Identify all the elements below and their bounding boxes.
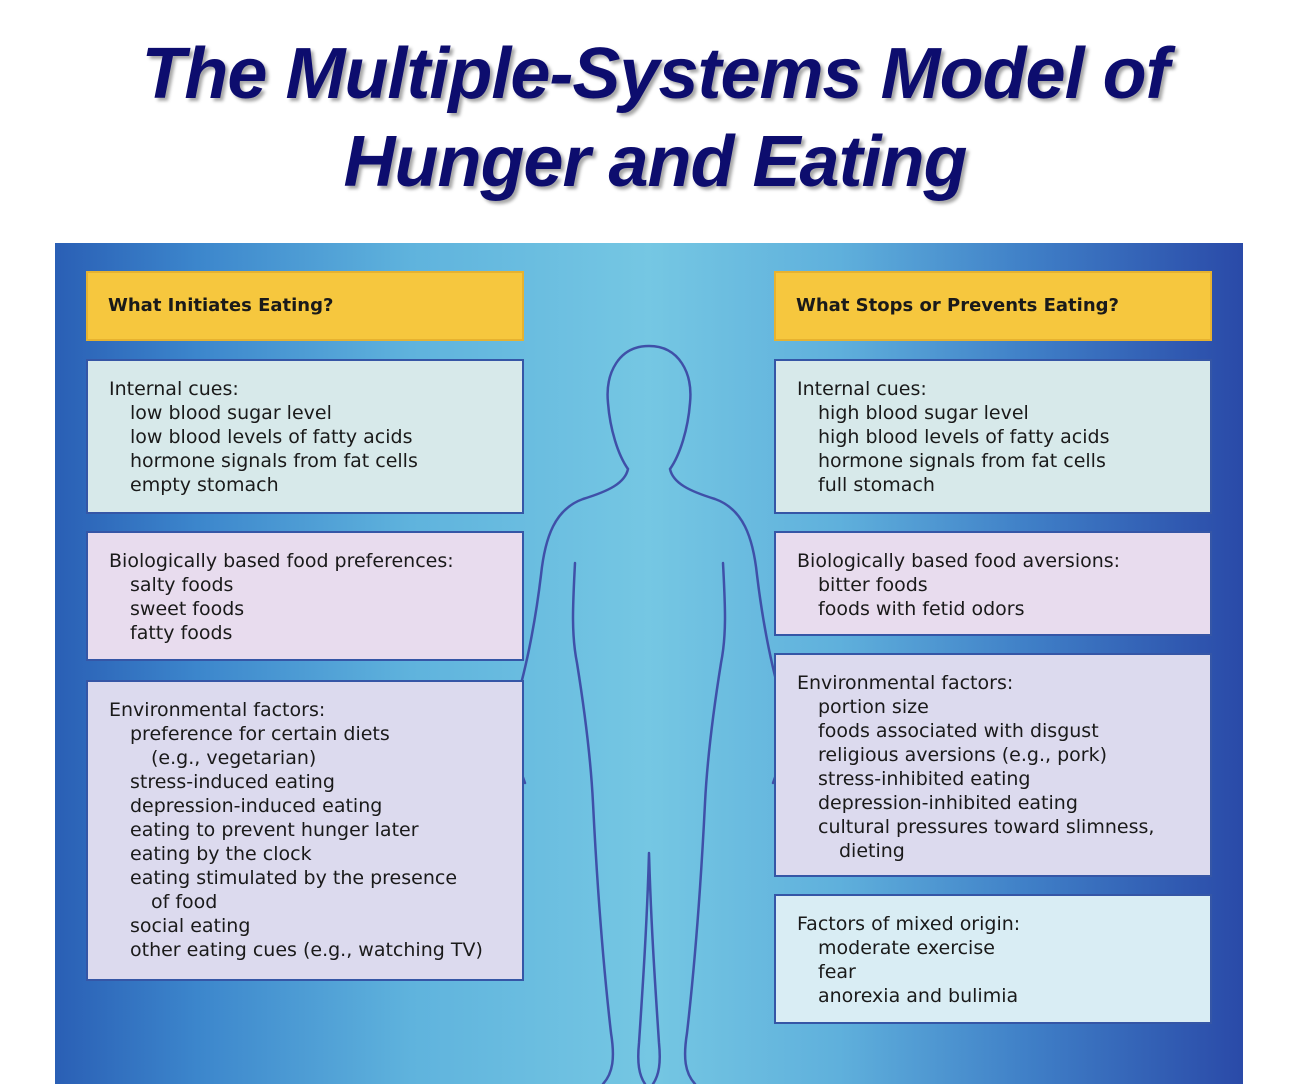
list-item: eating to prevent hunger later (109, 818, 502, 842)
right-biological-list: bitter foods foods with fetid odors (797, 573, 1190, 621)
list-item: eating by the clock (109, 842, 502, 866)
list-item: other eating cues (e.g., watching TV) (109, 938, 502, 962)
list-item: high blood levels of fatty acids (797, 425, 1190, 449)
right-environmental-heading: Environmental factors: (797, 671, 1190, 695)
human-figure-outline (501, 348, 797, 1084)
list-item: social eating (109, 914, 502, 938)
list-item: full stomach (797, 473, 1190, 497)
human-figure-torso-legs (573, 563, 725, 1084)
list-item: foods with fetid odors (797, 597, 1190, 621)
right-mixed-heading: Factors of mixed origin: (797, 912, 1190, 936)
list-item: foods associated with disgust (797, 719, 1190, 743)
right-internal-cues-box: Internal cues: high blood sugar level hi… (774, 359, 1212, 514)
right-header-box: What Stops or Prevents Eating? (774, 271, 1212, 341)
right-internal-list: high blood sugar level high blood levels… (797, 401, 1190, 497)
left-internal-heading: Internal cues: (109, 377, 502, 401)
left-biological-list: salty foods sweet foods fatty foods (109, 573, 502, 645)
list-item: empty stomach (109, 473, 502, 497)
list-item: stress-induced eating (109, 770, 502, 794)
left-environmental-list: preference for certain diets(e.g., veget… (109, 722, 502, 962)
right-environmental-box: Environmental factors: portion size food… (774, 653, 1212, 877)
title-line-2: Hunger and Eating (0, 118, 1310, 206)
list-item: cultural pressures toward slimness,dieti… (797, 815, 1190, 863)
left-header-label: What Initiates Eating? (108, 294, 333, 318)
list-item: bitter foods (797, 573, 1190, 597)
left-biological-heading: Biologically based food preferences: (109, 549, 502, 573)
list-item: low blood sugar level (109, 401, 502, 425)
left-environmental-heading: Environmental factors: (109, 698, 502, 722)
list-item: stress-inhibited eating (797, 767, 1190, 791)
list-item: portion size (797, 695, 1190, 719)
right-biological-box: Biologically based food aversions: bitte… (774, 531, 1212, 636)
left-internal-cues-box: Internal cues: low blood sugar level low… (86, 359, 524, 514)
right-header-label: What Stops or Prevents Eating? (796, 294, 1119, 318)
title-line-1: The Multiple-Systems Model of (0, 30, 1310, 118)
left-header-box: What Initiates Eating? (86, 271, 524, 341)
diagram-panel: What Initiates Eating? Internal cues: lo… (55, 243, 1243, 1084)
left-environmental-box: Environmental factors: preference for ce… (86, 680, 524, 981)
right-internal-heading: Internal cues: (797, 377, 1190, 401)
list-item: anorexia and bulimia (797, 984, 1190, 1008)
left-internal-list: low blood sugar level low blood levels o… (109, 401, 502, 497)
list-item: low blood levels of fatty acids (109, 425, 502, 449)
list-item: moderate exercise (797, 936, 1190, 960)
list-item: fear (797, 960, 1190, 984)
right-mixed-origin-box: Factors of mixed origin: moderate exerci… (774, 894, 1212, 1024)
human-figure-body (509, 346, 788, 783)
list-item: high blood sugar level (797, 401, 1190, 425)
right-biological-heading: Biologically based food aversions: (797, 549, 1190, 573)
list-item: religious aversions (e.g., pork) (797, 743, 1190, 767)
right-mixed-list: moderate exercise fear anorexia and buli… (797, 936, 1190, 1008)
list-item: hormone signals from fat cells (109, 449, 502, 473)
list-item: hormone signals from fat cells (797, 449, 1190, 473)
list-item: fatty foods (109, 621, 502, 645)
list-item: salty foods (109, 573, 502, 597)
list-item: depression-induced eating (109, 794, 502, 818)
left-biological-box: Biologically based food preferences: sal… (86, 531, 524, 661)
list-item: depression-inhibited eating (797, 791, 1190, 815)
right-environmental-list: portion size foods associated with disgu… (797, 695, 1190, 863)
list-item: preference for certain diets(e.g., veget… (109, 722, 502, 770)
list-item: sweet foods (109, 597, 502, 621)
page-title: The Multiple-Systems Model of Hunger and… (0, 30, 1310, 206)
